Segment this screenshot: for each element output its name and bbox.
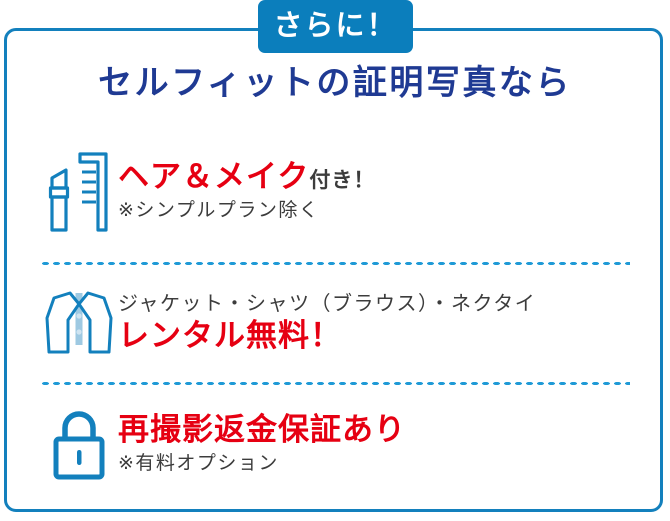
feature-headline-highlight: 再撮影返金保証あり [118,412,406,447]
row-divider [40,381,630,386]
feature-headline-highlight: ヘア＆メイク [118,159,310,194]
feature-row-hair-makeup: ヘア＆メイク付き！ ※シンプルプラン除く [40,143,630,239]
feature-row-rental: ジャケット・シャツ（ブラウス）・ネクタイ レンタル無料！ [40,283,630,363]
feature-headline: ヘア＆メイク付き！ [118,159,630,194]
feature-text-hair-makeup: ヘア＆メイク付き！ ※シンプルプラン除く [118,159,630,222]
feature-text-refund: 再撮影返金保証あり ※有料オプション [118,412,630,475]
feature-row-refund: 再撮影返金保証あり ※有料オプション [40,400,630,488]
feature-text-rental: ジャケット・シャツ（ブラウス）・ネクタイ レンタル無料！ [118,293,630,353]
row-divider [40,261,630,266]
feature-headline-suffix: 付き！ [309,169,376,192]
lipstick-comb-icon [40,148,118,234]
suit-jacket-icon [40,288,118,358]
feature-headline: レンタル無料！ [118,317,630,353]
padlock-icon [40,406,118,482]
page-title: セルフィットの証明写真なら [98,64,572,102]
feature-note: ※シンプルプラン除く [118,200,320,222]
top-badge: さらに！ [258,0,413,53]
feature-subline: ジャケット・シャツ（ブラウス）・ネクタイ [118,292,537,315]
feature-note: ※有料オプション [118,453,279,475]
feature-headline-highlight: レンタル無料！ [118,317,342,353]
feature-headline: 再撮影返金保証あり [118,412,630,447]
top-badge-label: さらに！ [273,10,398,42]
